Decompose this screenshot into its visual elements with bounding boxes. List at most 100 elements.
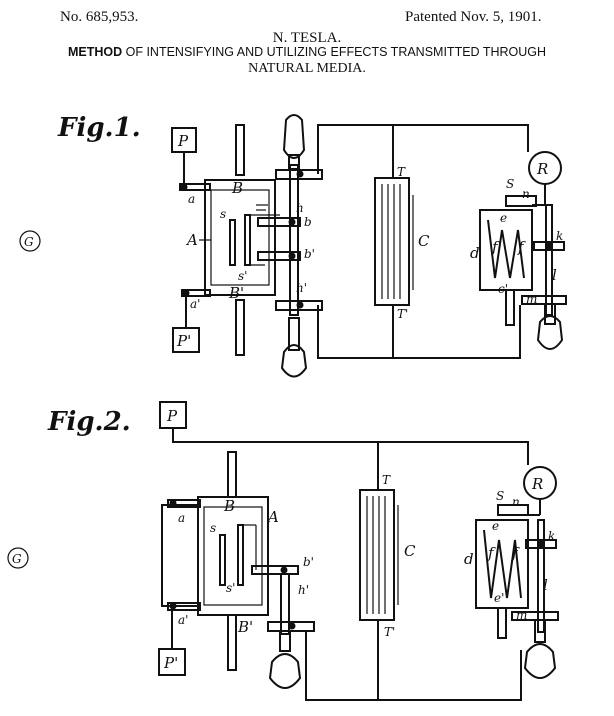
fig1-vertical-rod <box>289 164 299 316</box>
patent-number: No. 685,953. <box>60 9 139 25</box>
fig2-label-e: e <box>492 519 499 533</box>
fig2-electrode-s <box>219 534 226 586</box>
patent-date: Patented Nov. 5, 1901. <box>405 9 542 25</box>
fig2-coil-zigzag <box>483 529 522 599</box>
fig2-label-t: T <box>382 473 391 487</box>
fig2-terminal-n <box>497 504 529 516</box>
fig2-label-n: n <box>512 495 520 509</box>
fig2-label-h-prime: h' <box>298 583 309 597</box>
fig2-label-k: k <box>548 529 555 543</box>
fig1-wire-bottom <box>317 305 521 359</box>
fig2-contact-b-prime <box>251 565 299 575</box>
fig2-label-m: m <box>516 608 527 622</box>
fig1-shaft-bottom <box>235 299 245 356</box>
fig2-label-r: R <box>531 475 543 493</box>
fig2-capacitor <box>359 489 395 621</box>
fig1-ground-label: G <box>24 235 34 249</box>
fig2-arm-a-prime <box>167 602 201 611</box>
fig1-arm-a-prime <box>181 289 211 297</box>
fig1-label-f1: f <box>491 238 500 256</box>
inventor-name: N. TESLA. <box>272 30 342 46</box>
fig2-label-a: a <box>178 511 185 525</box>
fig2-vertical-rod <box>280 573 290 635</box>
fig1-arm-a <box>179 183 211 191</box>
fig1-rod-l <box>545 204 553 316</box>
fig1-title: Fig.1. <box>57 113 141 143</box>
fig2-label-b-upper: B <box>223 497 235 515</box>
fig1-bulb-bottom <box>280 344 308 378</box>
fig1-label-b: b <box>304 215 312 229</box>
fig1-bulb-right <box>536 315 564 350</box>
fig2-arm-a <box>167 499 201 508</box>
fig1-label-b-prime: B' <box>228 284 244 302</box>
fig1-ground-circle <box>19 230 41 252</box>
patent-title-rest: OF INTENSIFYING AND UTILIZING EFFECTS TR… <box>122 45 547 59</box>
fig1-label-b-prime-contact: b' <box>304 247 315 261</box>
fig2-title: Fig.2. <box>47 407 131 437</box>
fig1-label-e: e <box>500 211 507 225</box>
fig1-label-a-housing: A <box>185 231 198 249</box>
fig2-ground-label: G <box>12 552 22 566</box>
fig1-label-r: R <box>536 160 548 178</box>
fig1-electrode-s <box>229 219 236 266</box>
fig1-label-p: P <box>177 132 189 150</box>
fig1-label-a-prime: a' <box>190 297 200 311</box>
fig1-contact-b-prime <box>257 251 301 261</box>
fig1-label-p-prime: P' <box>176 332 191 350</box>
fig2-label-c: C <box>404 542 416 560</box>
fig1-label-a: a <box>188 192 195 206</box>
fig1-label-k: k <box>556 229 563 243</box>
fig2-label-f2: f <box>511 544 520 562</box>
fig1-housing-inner <box>210 189 270 286</box>
fig1-label-l: l <box>552 266 557 284</box>
fig1-label-s-prime: s' <box>238 269 247 283</box>
fig1-bulb-top <box>282 114 306 159</box>
fig2-label-l: l <box>543 576 548 594</box>
fig1-label-n: n <box>522 187 530 201</box>
fig1-clamp-top <box>275 169 323 180</box>
fig2-bulb-right <box>523 643 557 679</box>
fig2-label-s-upper: S <box>496 489 504 503</box>
fig2-ground-circle <box>7 547 29 569</box>
fig1-label-t-prime: T' <box>397 307 408 321</box>
figure-2: Fig.2. G P P' a a' <box>7 401 559 701</box>
fig2-housing <box>197 496 269 616</box>
fig1-label-s: s <box>220 207 226 221</box>
fig2-wire-top <box>172 428 529 465</box>
fig2-rod-l <box>537 519 545 633</box>
fig1-label-t: T <box>397 165 406 179</box>
fig1-clamp-bottom <box>275 300 323 311</box>
fig1-terminal-n <box>505 195 537 207</box>
fig2-housing-inner <box>203 506 263 606</box>
fig1-label-s-upper: S <box>506 177 514 191</box>
patent-title-lead: METHOD <box>67 45 123 59</box>
fig1-label-h: h <box>296 201 304 215</box>
fig1-label-c: C <box>418 232 430 250</box>
fig1-wire-top <box>317 124 529 174</box>
fig2-label-b-prime: B' <box>237 618 253 636</box>
patent-title: METHOD OF INTENSIFYING AND UTILIZING EFF… <box>0 45 614 59</box>
fig2-label-f1: f <box>487 544 496 562</box>
fig1-contact-b <box>257 217 301 227</box>
fig1-label-c-prime: c' <box>498 282 508 296</box>
fig1-label-m: m <box>526 292 537 306</box>
fig2-shaft-top <box>227 451 237 498</box>
fig2-shaft-bottom <box>227 614 237 671</box>
patent-title-line2: NATURAL MEDIA. <box>248 61 366 76</box>
fig2-label-e-prime: e' <box>494 591 504 605</box>
fig1-label-d: d <box>470 244 480 262</box>
fig2-label-d: d <box>464 550 474 568</box>
fig2-label-p-prime: P' <box>163 654 178 672</box>
fig2-bracket <box>161 504 200 607</box>
fig2-label-t-prime: T' <box>384 625 395 639</box>
figure-1: Fig.1. G P P' a a' <box>19 113 567 378</box>
fig1-electrode-s-prime <box>244 214 251 266</box>
fig2-wire-bottom <box>305 631 522 701</box>
fig2-label-s-prime: s' <box>226 581 235 595</box>
fig2-label-s: s <box>210 521 216 535</box>
fig2-label-p: P <box>166 407 178 425</box>
fig1-label-h-prime: h' <box>296 281 307 295</box>
fig1-coil-zigzag <box>487 219 525 279</box>
